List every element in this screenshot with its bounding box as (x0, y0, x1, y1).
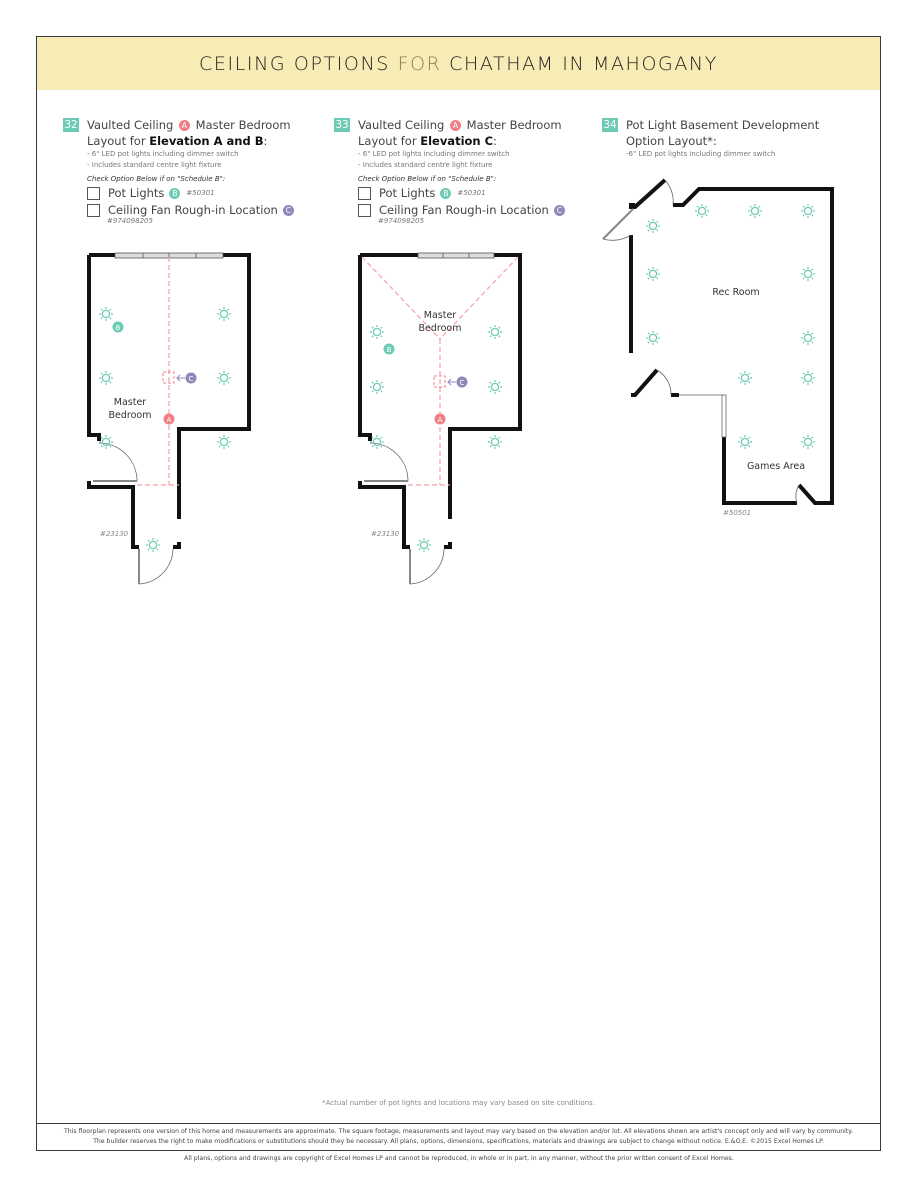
option-label: Ceiling Fan Rough-in Location (379, 203, 549, 217)
option-title: Pot Light Basement Development Option La… (626, 117, 819, 149)
option-pot-lights[interactable]: Pot Lights B #50301 (358, 186, 584, 200)
pot-lights-checkbox[interactable] (87, 186, 100, 200)
room-label: Bedroom (109, 410, 152, 421)
title-text: : (493, 134, 497, 148)
floorplan-33: B C A Master Bedroom #23130 (358, 252, 522, 585)
marker-b-icon: B (440, 187, 452, 199)
room-label: Master (114, 397, 147, 408)
note: - 6" LED pot lights including dimmer swi… (358, 150, 510, 158)
option-number-badge: 32 (63, 118, 79, 132)
marker-a-icon: A (167, 416, 172, 424)
marker-a-icon: A (178, 120, 190, 131)
pot-lights-checkbox[interactable] (358, 186, 371, 200)
title-for: FOR (397, 52, 442, 75)
option-code: #50301 (186, 189, 215, 197)
marker-c-icon: C (282, 204, 294, 216)
footnote: *Actual number of pot lights and locatio… (322, 1099, 595, 1107)
option-ceiling-fan[interactable]: Ceiling Fan Rough-in Location C (358, 203, 584, 217)
disclaimer: This floorplan represents one version of… (37, 1123, 880, 1147)
title-text: Option Layout*: (626, 134, 717, 148)
copyright-notice: All plans, options and drawings are copy… (184, 1155, 734, 1162)
option-code: #974098205 (378, 217, 424, 225)
page-title: CEILING OPTIONS FOR CHATHAM IN MAHOGANY (199, 53, 718, 75)
check-heading: Check Option Below if on "Schedule B": (87, 175, 226, 183)
marker-b-icon: B (387, 346, 392, 354)
marker-a-icon: A (438, 416, 443, 424)
check-heading: Check Option Below if on "Schedule B": (358, 175, 497, 183)
title-part-2: CHATHAM IN MAHOGANY (441, 52, 718, 75)
title-text: : (263, 134, 268, 148)
note: - Includes standard centre light fixture (87, 161, 222, 169)
note: - 6" LED pot lights including dimmer swi… (87, 150, 239, 158)
title-banner: CEILING OPTIONS FOR CHATHAM IN MAHOGANY (37, 37, 880, 90)
option-title: Vaulted Ceiling A Master Bedroom Layout … (87, 117, 291, 149)
title-text: Pot Light Basement Development (626, 118, 820, 132)
option-label: Pot Lights (108, 186, 165, 200)
title-text: Layout for (358, 134, 421, 148)
option-code: #50301 (457, 189, 486, 197)
option-label: Ceiling Fan Rough-in Location (108, 203, 278, 217)
room-label: Master (424, 310, 457, 321)
disclaimer-line: The builder reserves the right to make m… (93, 1138, 824, 1145)
option-notes: -6" LED pot lights including dimmer swit… (626, 149, 852, 160)
elevation-label: Elevation A and B (149, 134, 264, 148)
marker-c-icon: C (460, 379, 465, 387)
floorplan-32: B C A Master Bedroom #23130 (87, 252, 251, 585)
marker-a-icon: A (449, 120, 461, 131)
marker-c-icon: C (553, 204, 565, 216)
note: -6" LED pot lights including dimmer swit… (626, 150, 776, 158)
room-label: Games Area (747, 461, 805, 472)
plan-code: #50501 (723, 509, 751, 517)
option-label: Pot Lights (379, 186, 436, 200)
title-text: Master Bedroom (466, 118, 562, 132)
floorplan-34: Rec Room Games Area #50501 (602, 178, 834, 517)
option-code: #974098205 (107, 217, 153, 225)
option-34: 34 Pot Light Basement Development Option… (602, 117, 852, 160)
option-number-badge: 34 (602, 118, 618, 132)
room-label: Bedroom (419, 323, 462, 334)
option-notes: - 6" LED pot lights including dimmer swi… (358, 149, 584, 171)
ceiling-fan-checkbox[interactable] (358, 203, 371, 217)
option-32: 32 Vaulted Ceiling A Master Bedroom Layo… (63, 117, 313, 225)
note: - Includes standard centre light fixture (358, 161, 493, 169)
option-title: Vaulted Ceiling A Master Bedroom Layout … (358, 117, 562, 149)
title-text: Layout for (87, 134, 150, 148)
plan-code: #23130 (371, 530, 400, 538)
marker-b-icon: B (169, 187, 181, 199)
option-33: 33 Vaulted Ceiling A Master Bedroom Layo… (334, 117, 584, 225)
room-label: Rec Room (712, 287, 759, 298)
elevation-label: Elevation C (420, 134, 494, 148)
marker-c-icon: C (189, 375, 194, 383)
title-text: Master Bedroom (195, 118, 291, 132)
title-text: Vaulted Ceiling (87, 118, 174, 132)
page-frame: CEILING OPTIONS FOR CHATHAM IN MAHOGANY … (36, 36, 881, 1151)
option-number-badge: 33 (334, 118, 350, 132)
option-ceiling-fan[interactable]: Ceiling Fan Rough-in Location C (87, 203, 313, 217)
disclaimer-line: This floorplan represents one version of… (63, 1128, 854, 1135)
option-pot-lights[interactable]: Pot Lights B #50301 (87, 186, 313, 200)
title-part-1: CEILING OPTIONS (199, 52, 398, 75)
option-notes: - 6" LED pot lights including dimmer swi… (87, 149, 313, 171)
plan-code: #23130 (100, 530, 129, 538)
title-text: Vaulted Ceiling (358, 118, 445, 132)
ceiling-fan-checkbox[interactable] (87, 203, 100, 217)
marker-b-icon: B (116, 324, 121, 332)
